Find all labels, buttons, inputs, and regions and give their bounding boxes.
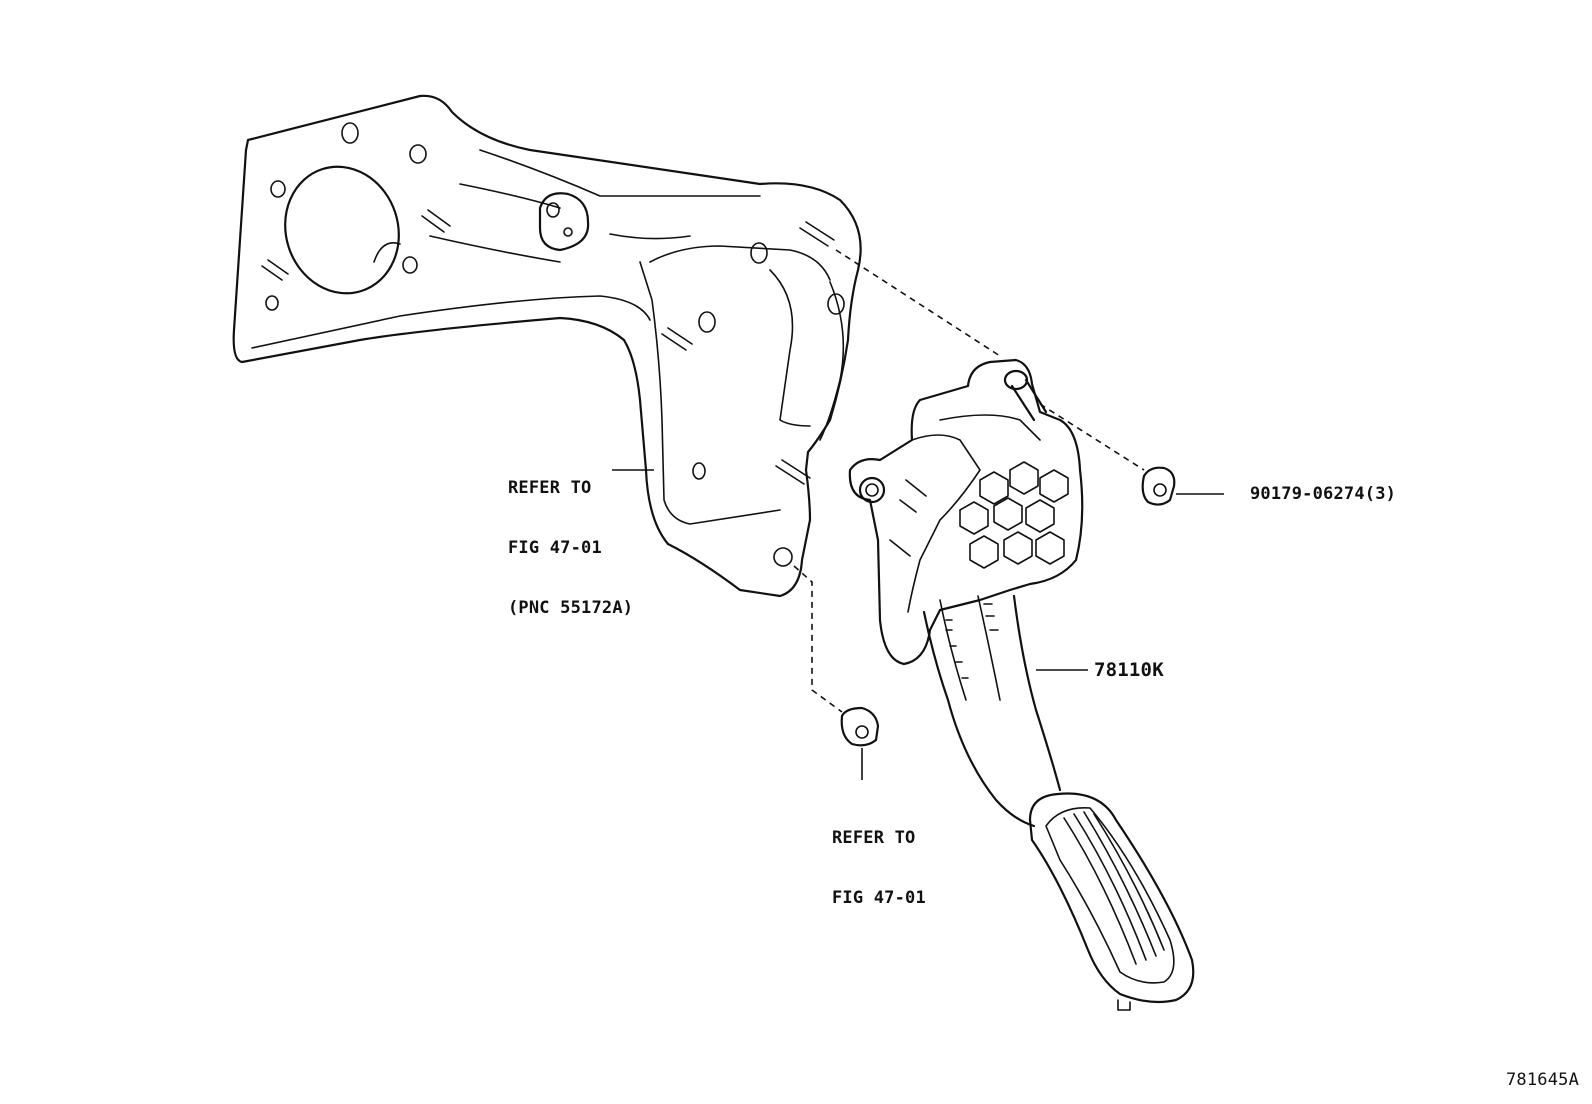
- bracket-ref-line3: (PNC 55172A): [508, 598, 634, 618]
- alignment-line-upper-nut: [1039, 403, 1145, 471]
- pedal-part-number[interactable]: 78110K: [1094, 659, 1164, 681]
- nut-reference-label: REFER TO FIG 47-01: [832, 788, 926, 948]
- nut-part-number[interactable]: 90179-06274(3): [1250, 484, 1397, 504]
- nut-ref-line2: FIG 47-01: [832, 888, 926, 908]
- bracket-reference-label: REFER TO FIG 47-01 (PNC 55172A): [508, 438, 633, 658]
- illustration-id: 781645A: [1506, 1070, 1580, 1090]
- bracket-ref-line2: FIG 47-01: [508, 538, 602, 558]
- nut-ref-line1: REFER TO: [832, 828, 916, 848]
- pedal-bracket: [232, 94, 862, 598]
- alignment-line-lower: [793, 565, 843, 713]
- nut-upper: [1141, 466, 1176, 506]
- alignment-line-upper-stud: [835, 249, 1001, 357]
- bracket-ref-line1: REFER TO: [508, 478, 592, 498]
- accelerator-pedal-assembly: [848, 358, 1195, 1011]
- nut-lower: [840, 706, 880, 747]
